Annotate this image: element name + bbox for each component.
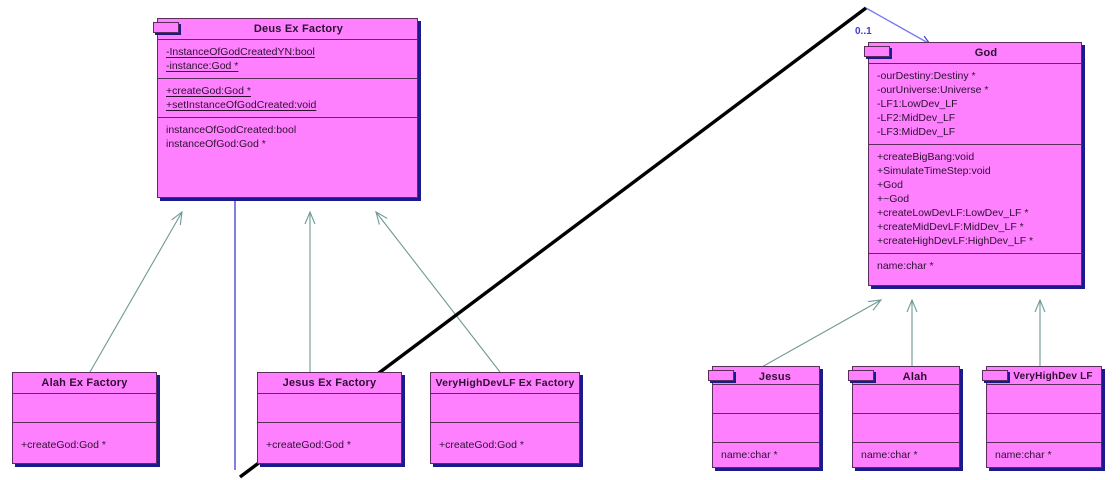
operations-compartment-jesus xyxy=(713,414,819,442)
compartment-divider xyxy=(158,78,417,79)
extra-compartment-deus-ex-factory: instanceOfGodCreated:bool instanceOfGod:… xyxy=(158,118,417,197)
extra-compartment-god: name:char * xyxy=(869,254,1081,285)
class-box-god[interactable]: God -ourDestiny:Destiny * -ourUniverse:U… xyxy=(864,42,1082,286)
compartment-divider xyxy=(258,393,401,394)
class-box-jesus-ex-factory[interactable]: Jesus Ex Factory +createGod:God * xyxy=(257,372,402,464)
operation-row: +createHighDevLF:HighDev_LF * xyxy=(877,235,1034,247)
class-tab-icon xyxy=(153,22,179,33)
class-tab-icon xyxy=(982,370,1008,381)
attributes-compartment-deus-ex-factory: -InstanceOfGodCreatedYN:bool -instance:G… xyxy=(158,40,417,78)
multiplicity-label-0-1: 0..1 xyxy=(855,26,872,37)
extra-compartment-veryhighdev-lf: name:char * xyxy=(987,443,1101,467)
class-title-jesus-ex-factory: Jesus Ex Factory xyxy=(282,377,377,389)
extra-row: name:char * xyxy=(861,449,918,461)
class-box-veryhighdevlf-ex-factory[interactable]: VeryHighDevLF Ex Factory +createGod:God … xyxy=(430,372,580,464)
class-box-alah-ex-factory[interactable]: Alah Ex Factory +createGod:God * xyxy=(12,372,157,464)
extra-row: instanceOfGodCreated:bool xyxy=(166,124,297,136)
class-box-alah[interactable]: Alah name:char * xyxy=(848,366,960,468)
operation-row: +God xyxy=(877,179,903,191)
attributes-compartment-alah-ex-factory xyxy=(13,394,156,422)
operation-row: +createBigBang:void xyxy=(877,151,975,163)
class-box-veryhighdev-lf[interactable]: VeryHighDev LF name:char * xyxy=(982,366,1102,468)
attribute-row: -ourUniverse:Universe * xyxy=(877,84,989,96)
extra-row: name:char * xyxy=(721,449,778,461)
operation-row: +createGod:God * xyxy=(166,85,251,97)
compartment-divider xyxy=(713,384,819,385)
extra-row: name:char * xyxy=(995,449,1052,461)
class-title-veryhighdevlf-ex-factory: VeryHighDevLF Ex Factory xyxy=(435,377,575,389)
compartment-divider xyxy=(258,422,401,423)
operations-compartment-alah xyxy=(853,414,959,442)
compartment-divider xyxy=(869,144,1081,145)
attributes-compartment-veryhighdevlf-ex-factory xyxy=(431,394,579,422)
attribute-row: -LF2:MidDev_LF xyxy=(877,112,956,124)
attributes-compartment-alah xyxy=(853,385,959,413)
class-title-god: God xyxy=(974,47,998,59)
attributes-compartment-god: -ourDestiny:Destiny * -ourUniverse:Unive… xyxy=(869,64,1081,144)
operations-compartment-deus-ex-factory: +createGod:God * +setInstanceOfGodCreate… xyxy=(158,79,417,117)
attributes-compartment-veryhighdev-lf xyxy=(987,385,1101,413)
operation-row: +createGod:God * xyxy=(439,439,524,451)
compartment-divider xyxy=(987,384,1101,385)
class-title-alah-ex-factory: Alah Ex Factory xyxy=(41,377,128,389)
extra-row: instanceOfGod:God * xyxy=(166,138,266,150)
compartment-divider xyxy=(869,63,1081,64)
compartment-divider xyxy=(158,117,417,118)
generalization-alah-ex-factory-to-deus xyxy=(89,210,183,373)
attribute-row: -InstanceOfGodCreatedYN:bool xyxy=(166,46,315,58)
compartment-divider xyxy=(853,384,959,385)
operations-compartment-veryhighdevlf-ex-factory: +createGod:God * xyxy=(431,423,579,463)
compartment-divider xyxy=(431,393,579,394)
operation-row: +createMidDevLF:MidDev_LF * xyxy=(877,221,1024,233)
operation-row: +createLowDevLF:LowDev_LF * xyxy=(877,207,1029,219)
extra-compartment-alah: name:char * xyxy=(853,443,959,467)
compartment-divider xyxy=(853,413,959,414)
attribute-row: -LF1:LowDev_LF xyxy=(877,98,958,110)
operation-row: +SimulateTimeStep:void xyxy=(877,165,991,177)
compartment-divider xyxy=(987,442,1101,443)
extra-compartment-jesus: name:char * xyxy=(713,443,819,467)
compartment-divider xyxy=(13,393,156,394)
operation-row: +createGod:God * xyxy=(266,439,351,451)
attribute-row: -LF3:MidDev_LF xyxy=(877,126,956,138)
compartment-divider xyxy=(869,253,1081,254)
operation-row: +setInstanceOfGodCreated:void xyxy=(166,99,317,111)
compartment-divider xyxy=(713,442,819,443)
compartment-divider xyxy=(158,39,417,40)
class-box-jesus[interactable]: Jesus name:char * xyxy=(708,366,820,468)
class-box-deus-ex-factory[interactable]: Deus Ex Factory -InstanceOfGodCreatedYN:… xyxy=(153,18,418,198)
generalization-jesus-to-god xyxy=(759,299,883,369)
attribute-row: -instance:God * xyxy=(166,60,239,72)
class-title-deus-ex-factory: Deus Ex Factory xyxy=(253,23,344,35)
generalization-veryhighdevlf-ex-factory-to-deus xyxy=(375,210,501,373)
compartment-divider xyxy=(13,422,156,423)
extra-row: name:char * xyxy=(877,260,934,272)
attribute-row: -ourDestiny:Destiny * xyxy=(877,70,976,82)
compartment-divider xyxy=(853,442,959,443)
compartment-divider xyxy=(431,422,579,423)
class-tab-icon xyxy=(864,46,890,57)
class-title-jesus: Jesus xyxy=(758,371,792,383)
compartment-divider xyxy=(713,413,819,414)
operations-compartment-jesus-ex-factory: +createGod:God * xyxy=(258,423,401,463)
operations-compartment-alah-ex-factory: +createGod:God * xyxy=(13,423,156,463)
operation-row: +~God xyxy=(877,193,910,205)
class-title-veryhighdev-lf: VeryHighDev LF xyxy=(1013,371,1093,382)
class-tab-icon xyxy=(848,370,874,381)
operations-compartment-god: +createBigBang:void +SimulateTimeStep:vo… xyxy=(869,145,1081,253)
attributes-compartment-jesus-ex-factory xyxy=(258,394,401,422)
class-title-alah: Alah xyxy=(902,371,928,383)
operation-row: +createGod:God * xyxy=(21,439,106,451)
operations-compartment-veryhighdev-lf xyxy=(987,414,1101,442)
compartment-divider xyxy=(987,413,1101,414)
attributes-compartment-jesus xyxy=(713,385,819,413)
class-tab-icon xyxy=(708,370,734,381)
